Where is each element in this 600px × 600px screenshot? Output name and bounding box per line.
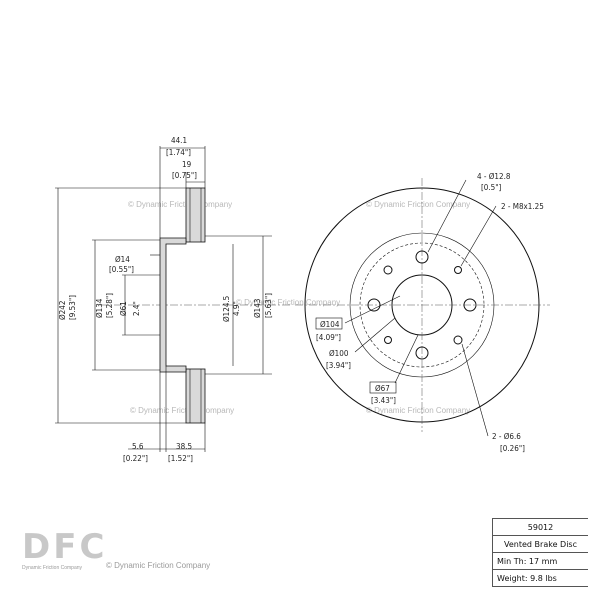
friction-ring-top [185, 187, 206, 243]
center-bore: Ø67 [375, 383, 390, 393]
leader [460, 205, 497, 267]
min-thickness: Min Th: 17 mm [492, 552, 588, 570]
bolt-holes-in: [0.5"] [481, 183, 502, 192]
hub-hole: Ø14 [115, 254, 130, 264]
watermark-4: © Dynamic Friction Company [130, 406, 234, 415]
bolt-circle-in: [4.09"] [316, 333, 341, 342]
front-view: 4 - Ø12.8 [0.5"] 2 - M8x1.25 Ø104 [4.09"… [295, 171, 550, 453]
small-hole [453, 335, 463, 345]
leader [461, 343, 489, 437]
hat-height: 38.5 [176, 442, 192, 451]
hat-diameter: Ø134 [94, 298, 104, 318]
small-holes-in: [0.26"] [500, 444, 525, 453]
center-bore-side-in: 2.4" [132, 301, 141, 316]
thread-hole [384, 336, 392, 344]
threads-label: 2 - M8x1.25 [501, 202, 544, 211]
friction-ring-bottom [185, 368, 206, 424]
bolt-holes-label: 4 - Ø12.8 [477, 171, 511, 181]
copyright-text: © Dynamic Friction Company [106, 561, 211, 570]
weight: Weight: 9.8 lbs [492, 569, 588, 587]
outer-diameter: Ø242 [57, 301, 67, 320]
small-holes-label: 2 - Ø6.6 [492, 431, 521, 441]
bolt-hole [415, 346, 429, 360]
info-table: 59012 Vented Brake Disc Min Th: 17 mm We… [492, 518, 588, 587]
leader [344, 295, 401, 324]
description: Vented Brake Disc [492, 535, 588, 553]
overall-width-in: [1.74"] [166, 148, 191, 157]
logo-subtitle: Dynamic Friction Company [22, 565, 83, 571]
bolt-circle-box [315, 317, 343, 330]
hat-diameter-in: [5.28"] [105, 293, 114, 318]
bolt-hole [367, 298, 381, 312]
hat-thickness: 5.6 [132, 442, 144, 451]
leader [394, 334, 419, 384]
watermark-5: © Dynamic Friction Company [366, 406, 470, 415]
inner-diameter-in: 4.9" [232, 301, 241, 316]
disc-thickness: 19 [182, 160, 192, 169]
bolt-circle: Ø104 [320, 319, 340, 329]
small-hole [383, 265, 393, 275]
pcd-in: [3.94"] [326, 361, 351, 370]
leader [354, 317, 396, 353]
side-view: 44.1 [1.74"] 19 [0.75"] Ø242 [9.53"] Ø14… [55, 136, 290, 463]
hat-thickness-in: [0.22"] [123, 454, 148, 463]
watermark-3: © Dynamic Friction Company [236, 298, 340, 307]
hat-height-in: [1.52"] [168, 454, 193, 463]
dfc-logo: DFC Dynamic Friction Company [22, 527, 108, 571]
friction-diameter: Ø143 [252, 299, 262, 318]
center-bore-in: [3.43"] [371, 396, 396, 405]
hub-hole-in: [0.55"] [109, 265, 134, 274]
disc-thickness-in: [0.75"] [172, 171, 197, 180]
overall-width: 44.1 [171, 136, 187, 145]
outer-diameter-in: [9.53"] [68, 295, 77, 320]
pcd-label: Ø100 [329, 348, 349, 358]
part-number: 59012 [492, 518, 588, 536]
logo-letters: DFC [22, 527, 108, 567]
watermark-2: © Dynamic Friction Company [366, 200, 470, 209]
leader [427, 179, 467, 253]
thread-hole [454, 266, 462, 274]
friction-diameter-in: [5.63"] [264, 293, 273, 318]
bolt-hole [415, 250, 429, 264]
center-bore-box [369, 381, 397, 394]
bolt-hole [463, 298, 477, 312]
inner-diameter: Ø124.5 [221, 296, 231, 322]
watermark-1: © Dynamic Friction Company [128, 200, 232, 209]
center-bore-side: Ø61 [118, 301, 128, 316]
